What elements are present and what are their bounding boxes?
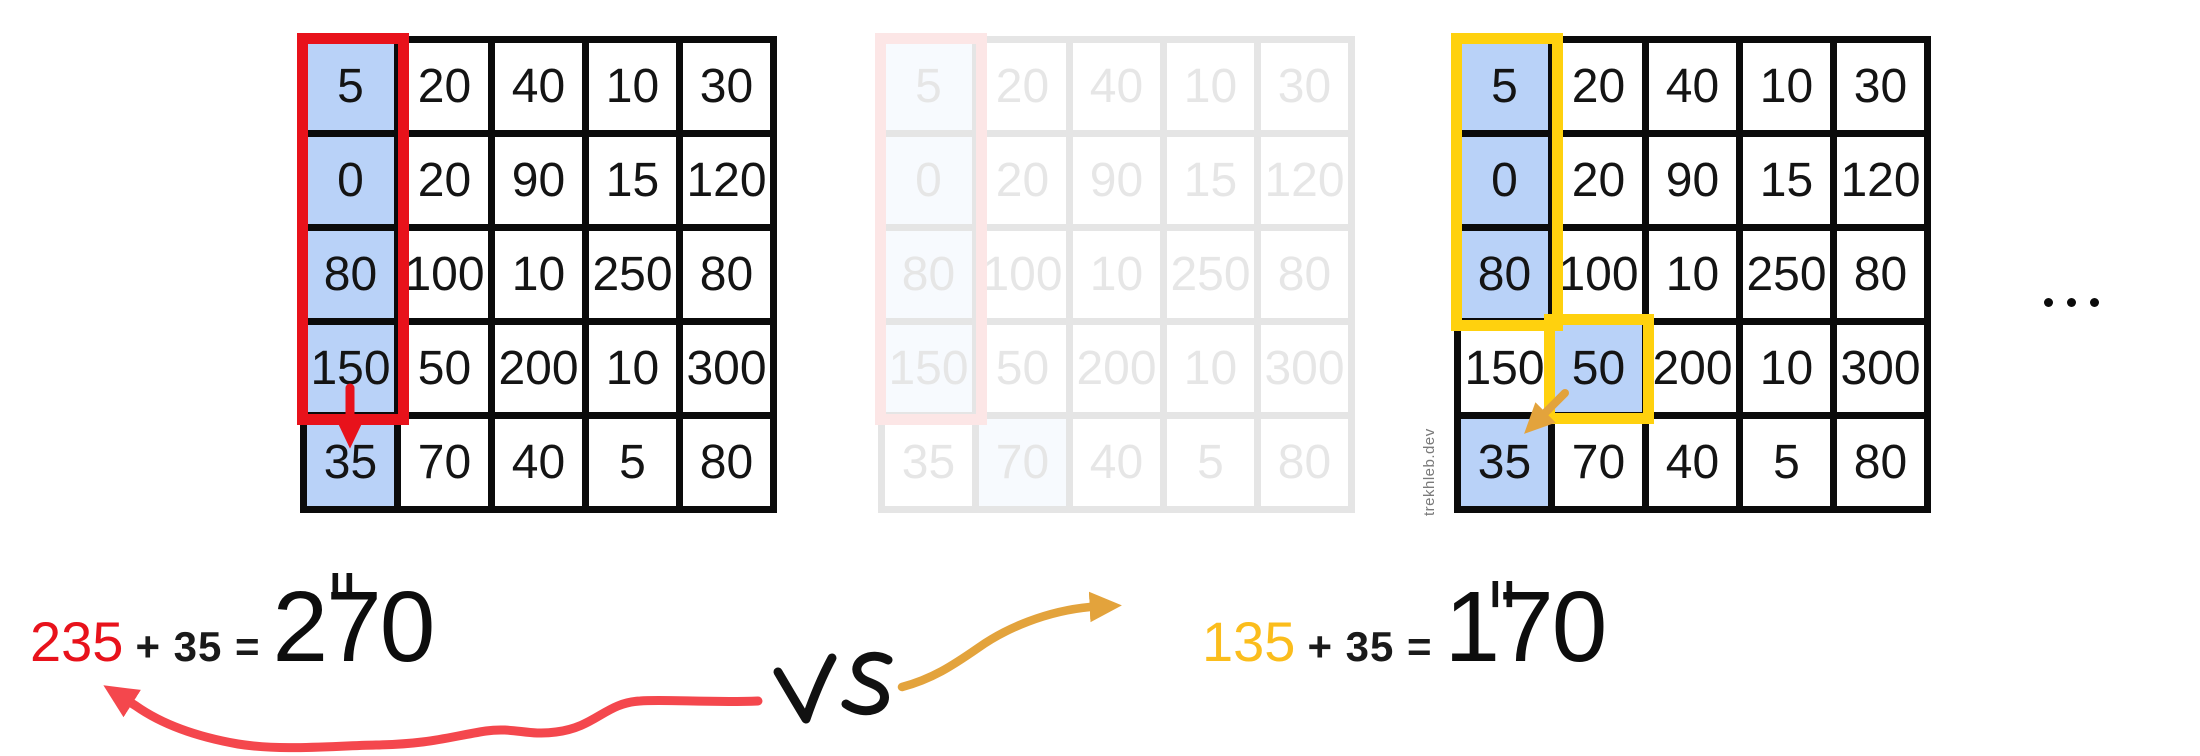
grid-cell: 150 [307,325,394,412]
grid-cell: 80 [307,231,394,318]
formula-right-path-sum: 135 [1202,610,1296,673]
grid-cell: 80 [1837,231,1924,318]
formula-left-total: 270 [272,571,436,683]
yellow-curve-arrow-icon [897,591,1122,692]
grid-cell: 10 [589,43,676,130]
grid-cell: 90 [1649,137,1736,224]
grid-cell: 150 [885,325,972,412]
grid-cell: 10 [1073,231,1160,318]
grid-cell: 5 [1167,419,1254,506]
grid-cell: 5 [885,43,972,130]
grid-cell: 5 [1461,43,1548,130]
grid-cell: 10 [1743,325,1830,412]
grid-cell: 20 [401,43,488,130]
grid-cell: 120 [1837,137,1924,224]
grid-cell: 80 [1837,419,1924,506]
grid-cell: 15 [1743,137,1830,224]
grid-cell: 40 [1073,43,1160,130]
grid-cell: 30 [1837,43,1924,130]
grid-cell: 10 [589,325,676,412]
grid-cell: 10 [495,231,582,318]
grid-cell: 50 [401,325,488,412]
grid-cell: 35 [307,419,394,506]
grid-cell: 0 [307,137,394,224]
grid-cell: 10 [1167,325,1254,412]
grid-cell: 150 [1461,325,1548,412]
grid-cell: 100 [979,231,1066,318]
grid-cell: 300 [683,325,770,412]
grid-cell: 20 [1555,43,1642,130]
grid-cell: 300 [1837,325,1924,412]
grid-cell: 0 [1461,137,1548,224]
grid-cell: 80 [683,231,770,318]
grid-cell: 50 [1555,325,1642,412]
grid-cell: 300 [1261,325,1348,412]
watermark: trekhleb.dev [1421,428,1438,516]
grid-cell: 80 [885,231,972,318]
grid-cell: 30 [683,43,770,130]
grid-cell: 50 [979,325,1066,412]
grid-cell: 70 [401,419,488,506]
grid-cell: 40 [495,419,582,506]
grid-cell: 35 [885,419,972,506]
vs-handwritten-label [773,651,893,724]
grid-cell: 80 [1261,419,1348,506]
ellipsis-dot [2067,298,2076,307]
formula-right-middle: + 35 = [1307,623,1433,670]
grid-cell: 100 [1555,231,1642,318]
grid-cell: 0 [885,137,972,224]
grid-cell: 40 [1073,419,1160,506]
grid-cell: 80 [1461,231,1548,318]
grid-cell: 90 [1073,137,1160,224]
ellipsis [2044,298,2099,307]
grid-cell: 5 [1743,419,1830,506]
grid-cell: 250 [589,231,676,318]
grid-cell: 70 [1555,419,1642,506]
formula-left-path-sum: 235 [30,610,124,673]
grid-cell: 200 [1649,325,1736,412]
grid-cell: 20 [979,137,1066,224]
red-squiggle-arrow-icon [103,685,763,753]
grid-cell: 20 [979,43,1066,130]
grid-cell: 200 [1073,325,1160,412]
grid-cell: 10 [1167,43,1254,130]
grid-cell: 100 [401,231,488,318]
grid-cell: 40 [1649,419,1736,506]
grid-cell: 15 [589,137,676,224]
grid-cell: 80 [1261,231,1348,318]
ellipsis-dot [2090,298,2099,307]
grid-cell: 10 [1743,43,1830,130]
grid-cell: 5 [589,419,676,506]
grid-cell: 40 [1649,43,1736,130]
grid-cell: 5 [307,43,394,130]
formula-right: 135 + 35 = 170 [1202,571,1608,683]
grid-cell: 30 [1261,43,1348,130]
grid-cell: 70 [979,419,1066,506]
formula-left: 235 + 35 = 270 [30,571,436,683]
grid-cell: 90 [495,137,582,224]
grid-cell: 250 [1743,231,1830,318]
ellipsis-dot [2044,298,2053,307]
grid-cell: 10 [1649,231,1736,318]
grid-cell: 40 [495,43,582,130]
grid-cell: 80 [683,419,770,506]
grid-cell: 15 [1167,137,1254,224]
grid-cell: 250 [1167,231,1254,318]
formula-right-total: 170 [1444,571,1608,683]
formula-left-middle: + 35 = [135,623,261,670]
grid-cell: 120 [683,137,770,224]
grid-cell: 20 [1555,137,1642,224]
grid-cell: 200 [495,325,582,412]
grid-cell: 120 [1261,137,1348,224]
grid-cell: 20 [401,137,488,224]
grid-cell: 35 [1461,419,1548,506]
